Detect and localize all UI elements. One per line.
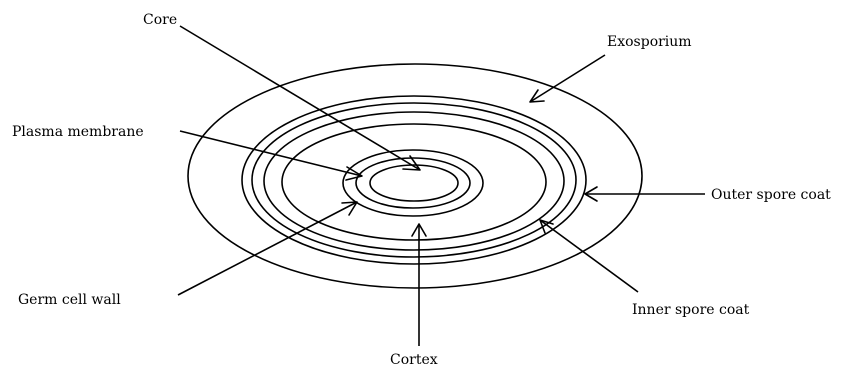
inner-spore-coat-label: Inner spore coat	[632, 302, 750, 318]
exosporium-label: Exosporium	[607, 34, 692, 50]
inner-spore-coat-ring	[264, 112, 564, 250]
core-label: Core	[143, 12, 177, 28]
plasma-membrane-arrow	[180, 131, 362, 180]
exosporium-arrow	[530, 55, 605, 102]
outer-spore-coat-outer-ring	[242, 96, 586, 264]
plasma-membrane-label: Plasma membrane	[12, 124, 144, 140]
germ-cell-wall-label: Germ cell wall	[18, 292, 121, 308]
inner-spore-coat-arrow	[540, 220, 638, 292]
outer-spore-coat-arrow	[585, 187, 705, 201]
cortex-arrow	[412, 224, 426, 346]
cortex-label: Cortex	[390, 352, 438, 368]
outer-spore-coat-label: Outer spore coat	[711, 187, 831, 203]
cortex-outer-ring	[282, 124, 546, 240]
germ-cell-wall-arrow	[178, 202, 357, 295]
